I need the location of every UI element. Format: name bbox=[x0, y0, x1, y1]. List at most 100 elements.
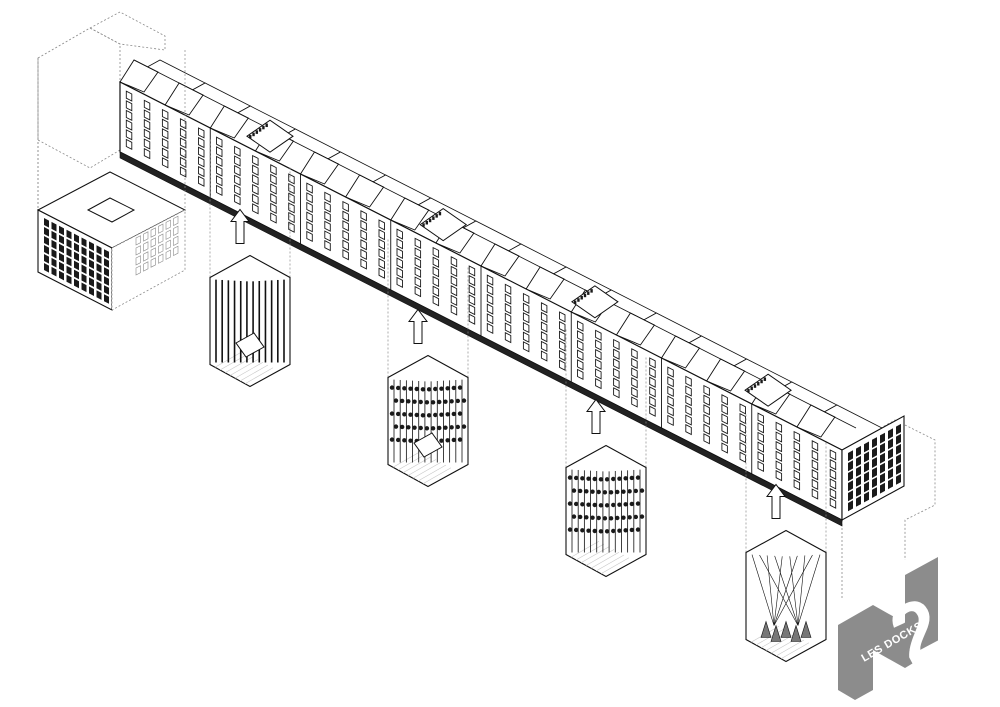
vignette-foliage bbox=[408, 438, 413, 443]
vignette-stair bbox=[413, 432, 443, 458]
facade-window bbox=[161, 128, 169, 140]
facade-window bbox=[613, 348, 620, 360]
facade-window bbox=[486, 293, 494, 306]
facade-window bbox=[577, 320, 584, 332]
vignette-foliage bbox=[639, 488, 645, 493]
corner-window bbox=[104, 267, 109, 277]
facade-window bbox=[775, 421, 783, 433]
corner-window-ghost bbox=[173, 245, 179, 256]
vignette-foliage bbox=[439, 412, 444, 417]
facade-window bbox=[306, 182, 313, 194]
facade-window bbox=[685, 423, 692, 436]
corner-window bbox=[59, 270, 64, 281]
facade-window bbox=[342, 249, 349, 261]
vignette-foliage bbox=[408, 412, 413, 417]
facade-window bbox=[631, 367, 638, 379]
vignette-foliage bbox=[602, 490, 608, 495]
facade-window bbox=[613, 367, 620, 380]
courtyard-window bbox=[422, 223, 425, 227]
facade-window bbox=[216, 155, 223, 168]
courtyard-window bbox=[590, 289, 593, 293]
corner-window-ghost bbox=[135, 255, 141, 266]
facade-window bbox=[829, 449, 837, 461]
facade-window bbox=[486, 284, 494, 296]
end-wall-window bbox=[848, 470, 853, 482]
roof-ridge bbox=[133, 59, 180, 84]
facade-window bbox=[360, 210, 367, 222]
vignette-foliage bbox=[590, 489, 595, 494]
end-wall-window bbox=[888, 428, 893, 440]
corner-window bbox=[44, 254, 49, 264]
corner-window-ghost bbox=[158, 233, 164, 244]
facade-window bbox=[721, 423, 728, 435]
corner-window bbox=[96, 272, 102, 282]
facade-window bbox=[414, 276, 422, 288]
facade-window bbox=[234, 184, 241, 196]
roof-ridge bbox=[675, 335, 721, 360]
corner-window-ghost bbox=[165, 219, 171, 230]
facade-window bbox=[252, 203, 259, 215]
vignette-foliage bbox=[611, 476, 616, 482]
corner-window bbox=[59, 234, 64, 245]
facade-window bbox=[161, 137, 169, 150]
facade-window bbox=[559, 359, 566, 371]
facade-window bbox=[179, 127, 187, 140]
building-facade bbox=[119, 81, 905, 527]
corner-window bbox=[74, 251, 79, 262]
facade-window bbox=[432, 285, 440, 297]
courtyard-window bbox=[252, 132, 255, 137]
roof-ridge bbox=[630, 312, 676, 337]
end-wall-window bbox=[864, 491, 869, 503]
vignette-cone bbox=[790, 624, 802, 642]
facade-window bbox=[270, 173, 277, 186]
facade-window bbox=[179, 166, 187, 178]
corner-window-ghost bbox=[135, 235, 141, 246]
roof-ridge bbox=[178, 82, 225, 107]
end-wall-window bbox=[888, 458, 893, 470]
facade-window bbox=[793, 430, 801, 443]
vignette-foliage bbox=[615, 489, 620, 495]
facade-window bbox=[703, 423, 710, 435]
corner-window bbox=[51, 266, 57, 277]
end-wall-window bbox=[896, 453, 901, 465]
docks-building bbox=[119, 59, 905, 527]
vignette-cable bbox=[766, 555, 775, 626]
vignette-foliage bbox=[617, 528, 622, 533]
facade-window bbox=[703, 394, 710, 406]
vignette-foliage bbox=[406, 399, 411, 404]
facade-window bbox=[667, 366, 674, 378]
facade-window bbox=[270, 193, 277, 205]
vignette-foliage bbox=[457, 411, 463, 416]
facade-window bbox=[179, 147, 187, 159]
end-wall-window bbox=[880, 442, 885, 454]
facade-window bbox=[125, 90, 133, 102]
vignette-foliage bbox=[598, 477, 604, 482]
facade-window bbox=[432, 266, 440, 278]
facade-window bbox=[450, 285, 458, 297]
facade-window bbox=[685, 385, 692, 397]
facade-window bbox=[504, 302, 512, 315]
corner-window-ghost bbox=[135, 245, 141, 256]
facade-window bbox=[649, 386, 656, 398]
facade-window bbox=[216, 175, 223, 187]
facade-window bbox=[811, 488, 819, 500]
upward-arrow-1 bbox=[230, 208, 250, 244]
facade-window bbox=[270, 202, 277, 215]
vignette-foliage bbox=[451, 411, 457, 417]
corner-window-ghost bbox=[173, 235, 179, 246]
facade-window bbox=[179, 118, 187, 130]
facade-window bbox=[252, 154, 259, 167]
vignette-foliage bbox=[399, 398, 405, 404]
facade-window bbox=[540, 350, 548, 362]
vignette-foliage bbox=[629, 527, 635, 533]
vignette-foliage bbox=[586, 502, 591, 507]
projection-lines bbox=[37, 50, 827, 553]
vignette-foliage bbox=[623, 476, 628, 481]
vignette-foliage bbox=[596, 515, 601, 521]
end-wall-window bbox=[880, 452, 885, 464]
vignette-foliage bbox=[567, 475, 573, 480]
courtyard-window bbox=[747, 388, 750, 393]
vignette-foliage bbox=[567, 501, 573, 506]
ghost-building-left bbox=[37, 27, 121, 169]
vignette-floor-grid bbox=[422, 467, 452, 485]
